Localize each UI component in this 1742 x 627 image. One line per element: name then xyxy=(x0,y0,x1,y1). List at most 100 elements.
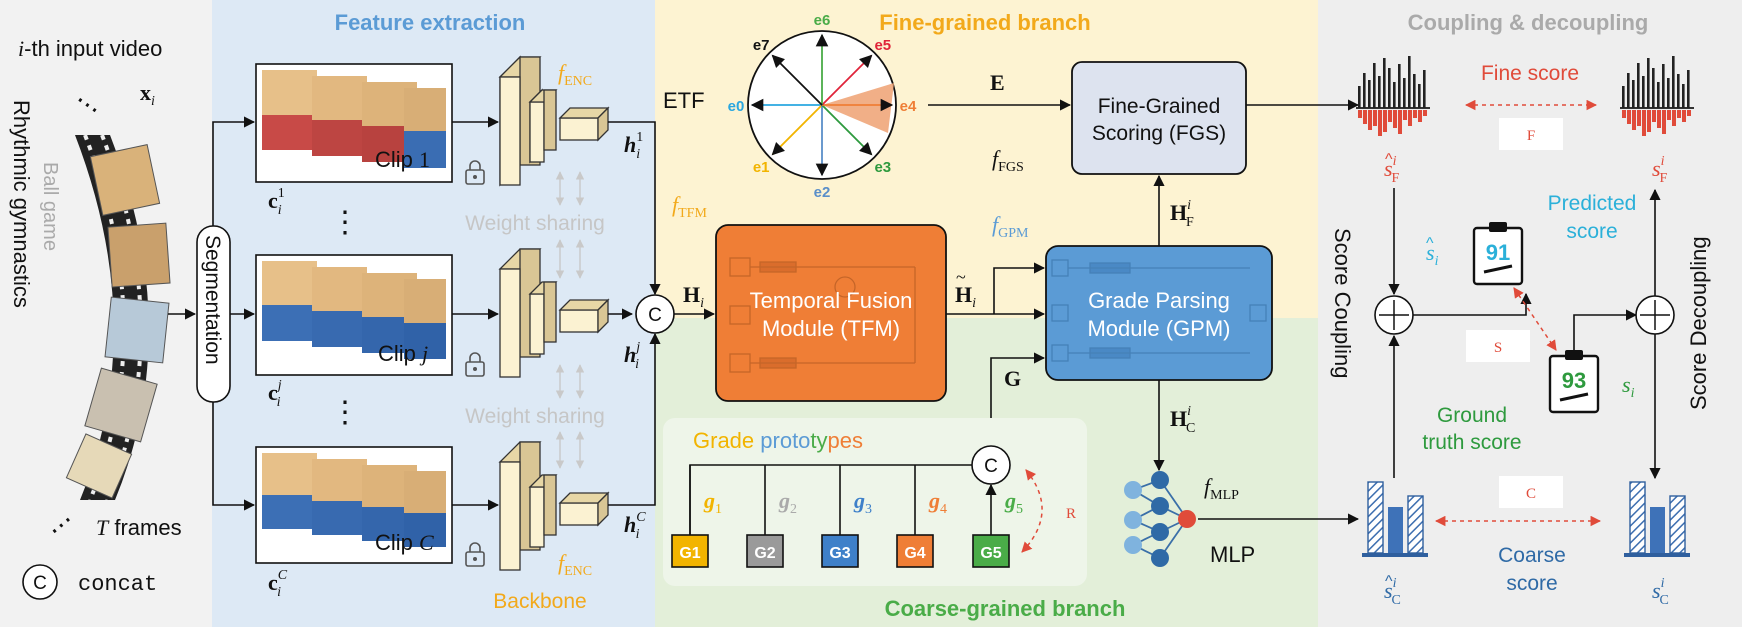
encoder-block-j xyxy=(498,248,610,378)
F-label: F xyxy=(1527,128,1535,144)
ball-game-label: Ball game xyxy=(39,162,61,251)
lock-icon xyxy=(465,542,485,567)
etf-label-e1: e1 xyxy=(753,159,770,176)
fine-bar-up xyxy=(1403,78,1406,108)
fine-score-bars-ground-truth xyxy=(1620,56,1694,136)
E-label: E xyxy=(990,70,1005,95)
Htilde-label: Hi xyxy=(955,282,976,311)
fine-bar-up xyxy=(1637,63,1640,108)
score-decoupling-label: Score Decoupling xyxy=(1686,236,1711,410)
h1-to-concat xyxy=(608,121,661,296)
s-hat-label: si xyxy=(1426,240,1439,269)
prototype-vector-label-G4: g4 xyxy=(928,488,947,517)
etf-label-e5: e5 xyxy=(874,37,891,54)
fine-bar-up xyxy=(1677,74,1680,108)
fine-bar-down xyxy=(1388,110,1392,122)
clip-j-image xyxy=(255,254,453,376)
fine-branch-title: Fine-grained branch xyxy=(879,10,1090,35)
tfm-internal-sketch xyxy=(729,257,916,373)
etf-vector-e3 xyxy=(821,104,873,156)
fine-bar-down xyxy=(1662,110,1666,134)
prototype-vector-label-G1: g1 xyxy=(703,488,722,517)
fine-bar-down xyxy=(1642,110,1646,136)
R-arrow xyxy=(1021,469,1043,553)
gpm-internal-sketch xyxy=(1051,259,1267,362)
coarse-branch-title: Coarse-grained branch xyxy=(885,596,1126,621)
C-label: C xyxy=(1526,486,1536,502)
etf-label-e6: e6 xyxy=(814,12,831,29)
lock-icon xyxy=(465,352,485,377)
fine-bar-down xyxy=(1383,110,1387,132)
fine-bar-up xyxy=(1423,70,1426,108)
etf-highlight-sector xyxy=(822,83,894,133)
etf-vector-e1 xyxy=(771,104,823,156)
F-tag xyxy=(1499,118,1563,150)
fine-bar-down xyxy=(1627,110,1631,124)
fine-bar-up xyxy=(1373,63,1376,108)
etf-label-e4: e4 xyxy=(900,98,917,115)
fine-bar-down xyxy=(1632,110,1636,130)
fine-bar-up xyxy=(1418,84,1421,108)
gpm-label-line1: Grade Parsing xyxy=(1088,288,1230,313)
gpm-block xyxy=(1045,245,1273,381)
fine-bar-up xyxy=(1368,80,1371,108)
si-label: si xyxy=(1622,372,1635,401)
fine-bar-up xyxy=(1388,68,1391,108)
input-video-title: i-th input video xyxy=(18,36,162,61)
fine-bar-down xyxy=(1368,110,1372,130)
mlp-label: MLP xyxy=(1210,542,1255,567)
coarse-score-bars-ground-truth xyxy=(1624,481,1690,557)
fine-bar-up xyxy=(1662,64,1665,108)
prototype-vector-label-G3: g3 xyxy=(853,488,872,517)
fine-bar-up xyxy=(1672,56,1675,108)
decoupling-sum-sign xyxy=(1640,300,1670,330)
C-tag xyxy=(1499,476,1563,508)
lock-icon xyxy=(465,160,485,185)
etf-label: ETF xyxy=(663,88,705,113)
fine-bar-up xyxy=(1627,73,1630,108)
ftfm-label: fTFM xyxy=(672,192,707,221)
fgs-label-line2: Scoring (FGS) xyxy=(1092,122,1226,145)
fine-bar-up xyxy=(1657,82,1660,108)
prototype-box-G1 xyxy=(671,534,709,568)
fenc-label-top: fENC xyxy=(558,60,592,89)
tfm-label-line2: Module (TFM) xyxy=(762,316,900,341)
prototype-vector-label-G2: g2 xyxy=(778,488,797,517)
weight-sharing-arrows xyxy=(555,171,585,469)
clip-1-image xyxy=(255,63,453,183)
fine-bar-up xyxy=(1667,78,1670,108)
G-label: G xyxy=(1004,366,1021,391)
fine-bar-down xyxy=(1682,110,1686,122)
fine-bar-up xyxy=(1393,82,1396,108)
fenc-label-bottom: fENC xyxy=(558,550,592,579)
etf-vector-e7 xyxy=(771,54,823,106)
clip-j-label: Clip j xyxy=(378,341,428,366)
fgs-label-line1: Fine-Grained xyxy=(1098,95,1221,118)
etf-label-e0: e0 xyxy=(728,98,745,115)
score-coupling-label: Score Coupling xyxy=(1330,228,1355,378)
ground-truth-to-decoupling-arrow xyxy=(1573,309,1638,350)
prototype-box-label-G4: G4 xyxy=(904,545,925,562)
ground-truth-line1: Ground xyxy=(1437,404,1507,427)
fine-bar-up xyxy=(1383,58,1386,108)
prototype-box-label-G5: G5 xyxy=(980,545,1001,562)
fine-bar-up xyxy=(1398,64,1401,108)
fgs-block xyxy=(1071,61,1247,175)
fine-bar-down xyxy=(1667,110,1671,120)
fine-bar-up xyxy=(1363,73,1366,108)
coarse-score-bars-predicted xyxy=(1362,481,1428,557)
prototype-box-label-G2: G2 xyxy=(754,545,775,562)
fine-bar-down xyxy=(1677,110,1681,118)
fine-bar-up xyxy=(1632,80,1635,108)
